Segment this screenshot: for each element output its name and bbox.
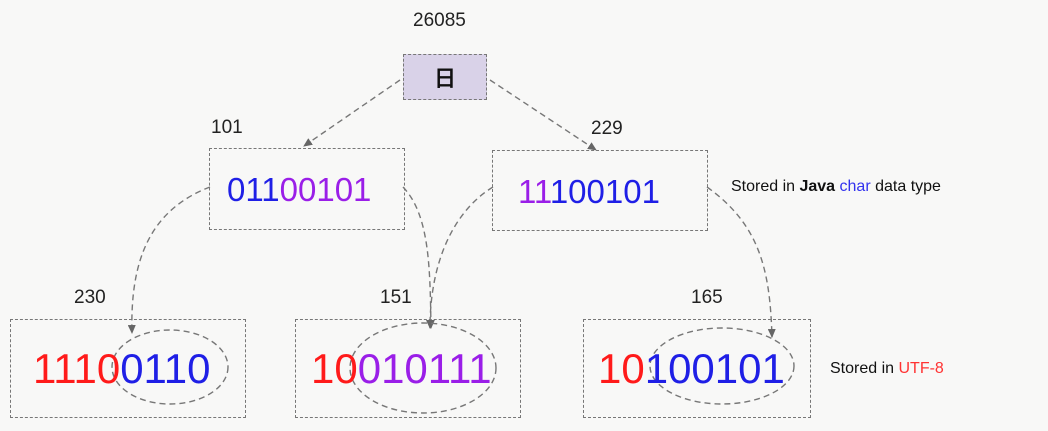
bit-segment: 10 [598, 345, 645, 392]
utf8-note-accent: UTF-8 [898, 360, 944, 377]
utf8-byte-1-box [10, 319, 246, 418]
java-byte-1-bits: 01100101 [227, 173, 371, 206]
utf8-byte-1-value: 230 [74, 287, 106, 308]
utf8-storage-note: Stored in UTF-8 [830, 360, 944, 378]
payload-ellipse-230 [111, 329, 229, 405]
bit-segment: 010111 [357, 345, 492, 392]
utf8-byte-1-bits: 11100110 [33, 348, 211, 390]
arrow-229-to-151 [426, 186, 494, 329]
payload-ellipse-165 [649, 327, 795, 405]
arrow-101-to-230 [127, 186, 211, 334]
bit-segment: 101 [316, 171, 372, 208]
java-note-pre: Stored in [731, 178, 800, 195]
bit-segment: 11 [245, 171, 280, 208]
arrow-top-to-101 [303, 79, 401, 147]
bit-segment: 10 [311, 345, 358, 392]
bit-segment: 100101 [549, 173, 660, 210]
utf8-note-pre: Stored in [830, 360, 899, 377]
bit-segment: 0 [227, 171, 246, 208]
utf8-byte-2-value: 151 [380, 287, 412, 308]
java-note-bold: Java [799, 178, 836, 195]
utf8-byte-3-value: 165 [691, 287, 723, 308]
java-storage-note: Stored in Java char data type [731, 178, 941, 196]
utf8-byte-3-box [583, 319, 811, 418]
java-byte-1-value: 101 [211, 117, 243, 138]
java-byte-1-box [209, 148, 405, 230]
java-byte-2-value: 229 [591, 118, 623, 139]
bit-segment: 00 [279, 171, 317, 208]
bit-segment: 100101 [644, 345, 785, 392]
character-glyph: 日 [433, 66, 456, 91]
bit-segment: 11 [518, 173, 550, 210]
utf8-byte-2-bits: 10010111 [311, 348, 492, 390]
bit-segment: 0110 [120, 345, 211, 392]
top-code-point-label: 26085 [413, 10, 466, 31]
java-byte-2-bits: 11100101 [518, 175, 660, 208]
arrow-101-to-151 [402, 186, 435, 329]
utf8-byte-3-bits: 10100101 [598, 348, 785, 390]
java-byte-2-box [492, 150, 708, 231]
arrow-top-to-229 [489, 79, 597, 151]
java-note-accent: char [839, 178, 871, 195]
arrow-229-to-165 [706, 186, 776, 338]
payload-ellipse-151 [349, 322, 497, 414]
utf8-byte-2-box [295, 319, 521, 418]
character-box: 日 [403, 54, 487, 100]
java-note-post: data type [870, 178, 941, 195]
bit-segment: 1110 [33, 345, 121, 392]
